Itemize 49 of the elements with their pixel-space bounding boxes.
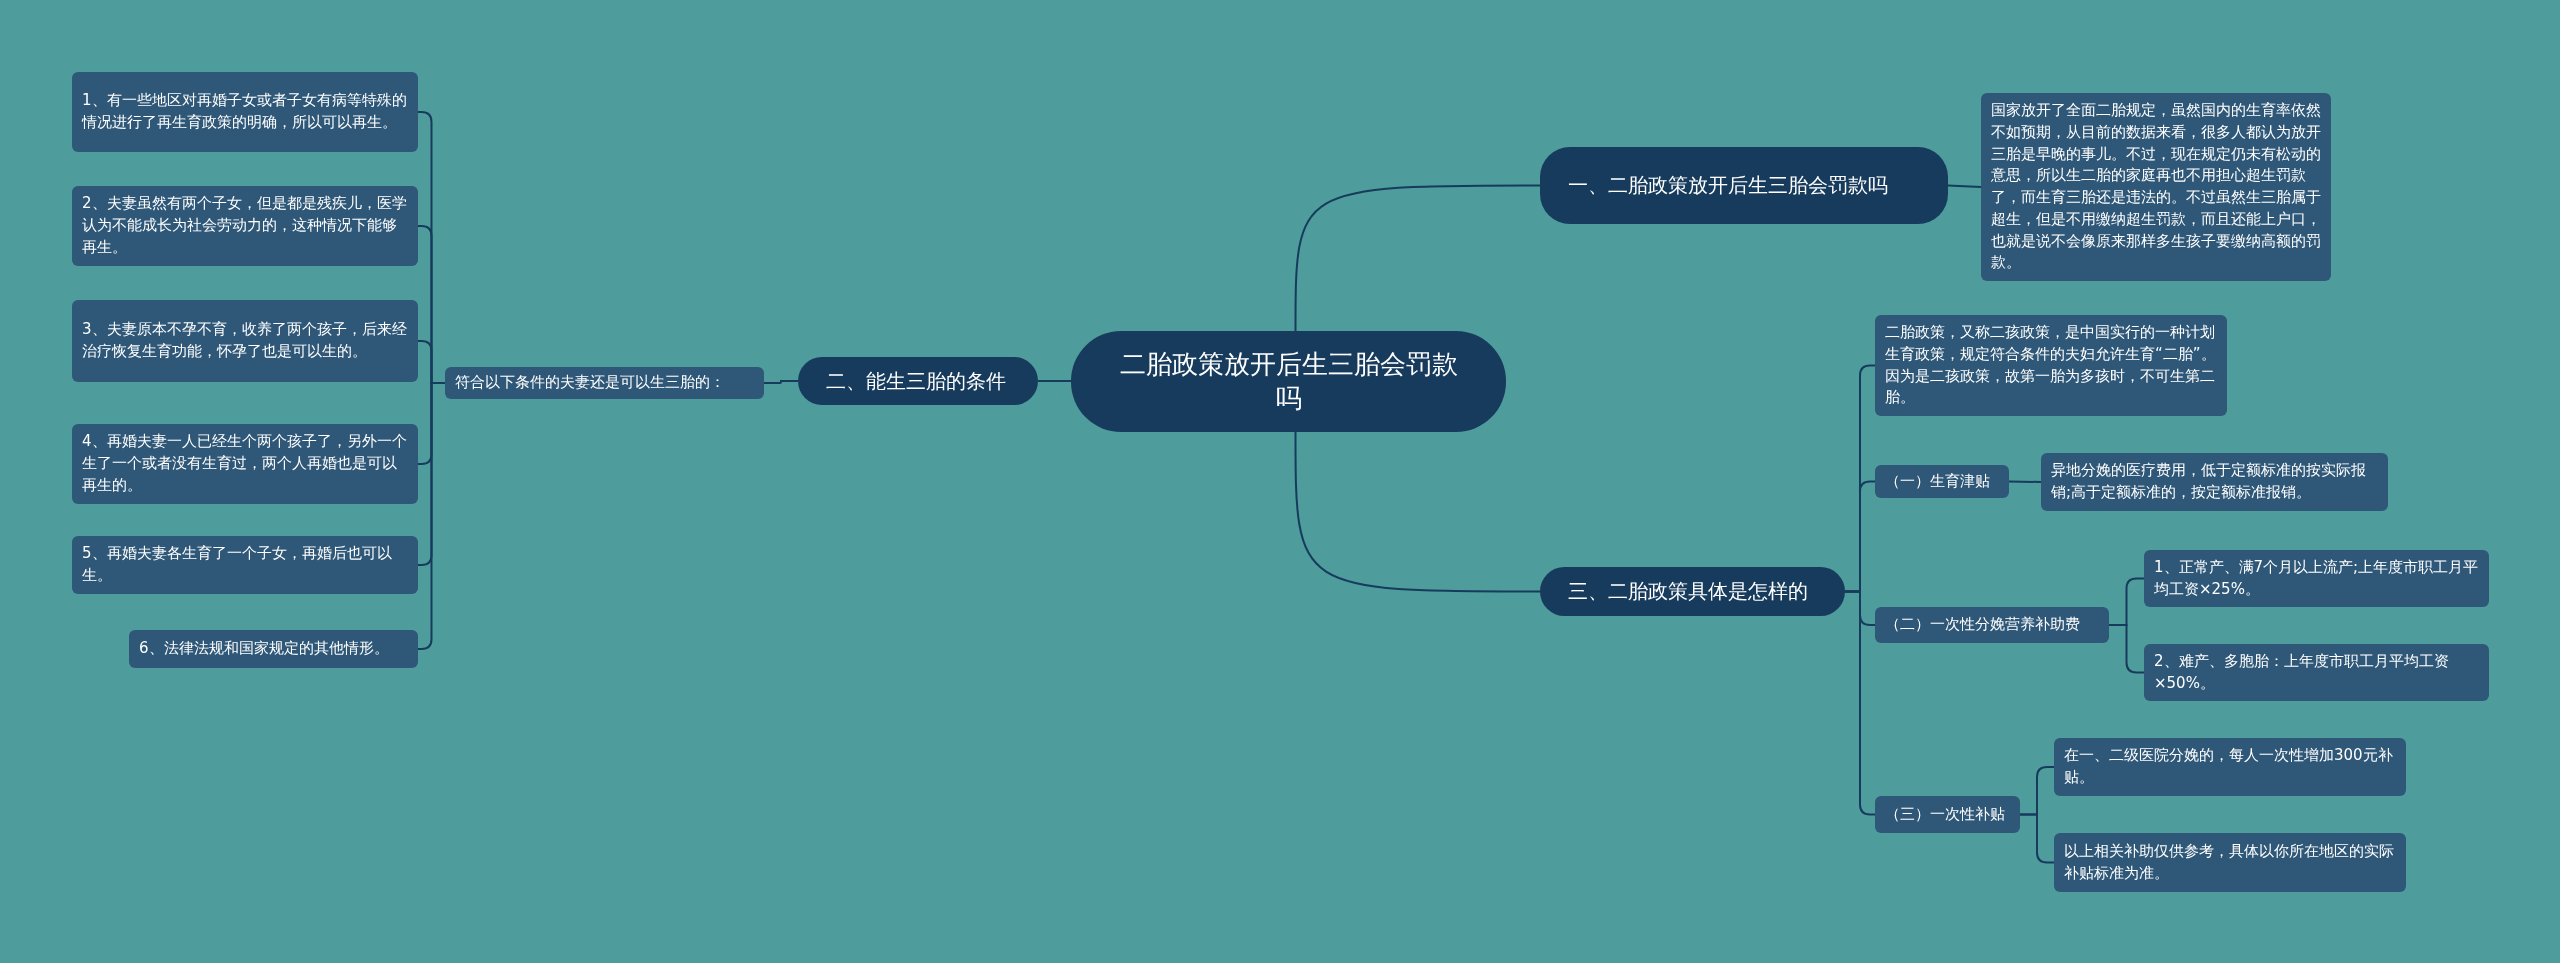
- node-text: 2、难产、多胞胎：上年度市职工月平均工资×50%。: [2154, 650, 2450, 694]
- topic-pill: [798, 357, 1038, 405]
- text-box: [1875, 607, 2109, 643]
- node-text: 5、再婚夫妻各生育了一个子女，再婚后也可以生。: [82, 543, 393, 586]
- connector-line: [1294, 184, 1541, 332]
- connector-line: [2019, 813, 2055, 864]
- connector-line: [2008, 480, 2042, 483]
- connector-line: [2108, 624, 2145, 674]
- node-text: 异地分娩的医疗费用，低于定额标准的按实际报销;高于定额标准的，按定额标准报销。: [2051, 460, 2367, 503]
- node-text: 1、有一些地区对再婚子女或者子女有病等特殊的情况进行了再生育政策的明确，所以可以再生。: [82, 90, 408, 133]
- node-text: 6、法律法规和国家规定的其他情形。: [139, 638, 390, 660]
- text-box: [72, 536, 418, 594]
- node-text: （三）一次性补贴: [1885, 803, 2006, 825]
- text-box: [72, 72, 418, 152]
- text-box: [72, 424, 418, 504]
- node-text: 2、夫妻虽然有两个子女，但是都是残疾儿，医学认为不能成长为社会劳动力的，这种情况下能够再生。: [82, 193, 408, 258]
- text-box: [1875, 796, 2020, 833]
- node-text: 1、正常产、满7个月以上流产;上年度市职工月平均工资×25%。: [2154, 556, 2479, 600]
- connector-line: [763, 380, 799, 384]
- connector-line: [1947, 184, 1982, 188]
- node-text: 一、二胎政策放开后生三胎会罚款吗: [1568, 172, 1889, 199]
- topic-pill: [1540, 567, 1845, 616]
- connector-line: [1037, 380, 1072, 382]
- text-box: [1875, 465, 2009, 498]
- text-box: [2144, 644, 2489, 701]
- topic-pill: [1540, 147, 1948, 224]
- node-text: 符合以下条件的夫妻还是可以生三胎的：: [455, 372, 726, 394]
- node-text: 二胎政策放开后生三胎会罚款吗: [1119, 347, 1458, 415]
- text-box: [72, 300, 418, 382]
- text-box: [2041, 453, 2388, 511]
- text-box: [72, 186, 418, 266]
- node-text: 在一、二级医院分娩的，每人一次性增加300元补贴。: [2064, 745, 2394, 788]
- node-text: 3、夫妻原本不孕不育，收养了两个孩子，后来经治疗恢复生育功能，怀孕了也是可以生的。: [82, 319, 408, 362]
- node-text: （二）一次性分娩营养补助费: [1885, 614, 2081, 636]
- connector-line: [417, 382, 446, 650]
- text-box: [129, 630, 418, 668]
- node-text: 二胎政策，又称二孩政策，是中国实行的一种计划生育政策，规定符合条件的夫妇允许生育“二胎”。因为是二孩政策，故第一胎为多孩时，不可生第二胎。: [1885, 322, 2217, 409]
- text-box: [2054, 738, 2406, 796]
- node-text: （一）生育津贴: [1885, 470, 1991, 492]
- node-text: 以上相关补助仅供参考，具体以你所在地区的实际补贴标准为准。: [2064, 840, 2395, 884]
- text-box: [2144, 550, 2489, 607]
- node-text: 国家放开了全面二胎规定，虽然国内的生育率依然不如预期，从目前的数据来看，很多人都认为放开三胎是早晚的事儿。不过，现在规定仍未有松动的意思，所以生二胎的家庭再也不用担心超生罚款了，而生育三胎还是违法的。不过虽然生三胎属于超生，但是不用缴纳超生罚款，而且还能上户口，也就是说不会像原来那样多生孩子要缴纳高额的罚款。: [1991, 100, 2321, 274]
- node-text: 三、二胎政策具体是怎样的: [1568, 578, 1809, 605]
- node-text: 二、能生三胎的条件: [826, 367, 1007, 395]
- connector-line: [1294, 431, 1541, 593]
- text-box: [445, 367, 764, 399]
- text-box: [2054, 833, 2406, 892]
- text-box: [1875, 315, 2227, 416]
- node-text: 4、再婚夫妻一人已经生个两个孩子了，另外一个生了一个或者没有生育过，两个人再婚也是可以再生的。: [82, 431, 408, 496]
